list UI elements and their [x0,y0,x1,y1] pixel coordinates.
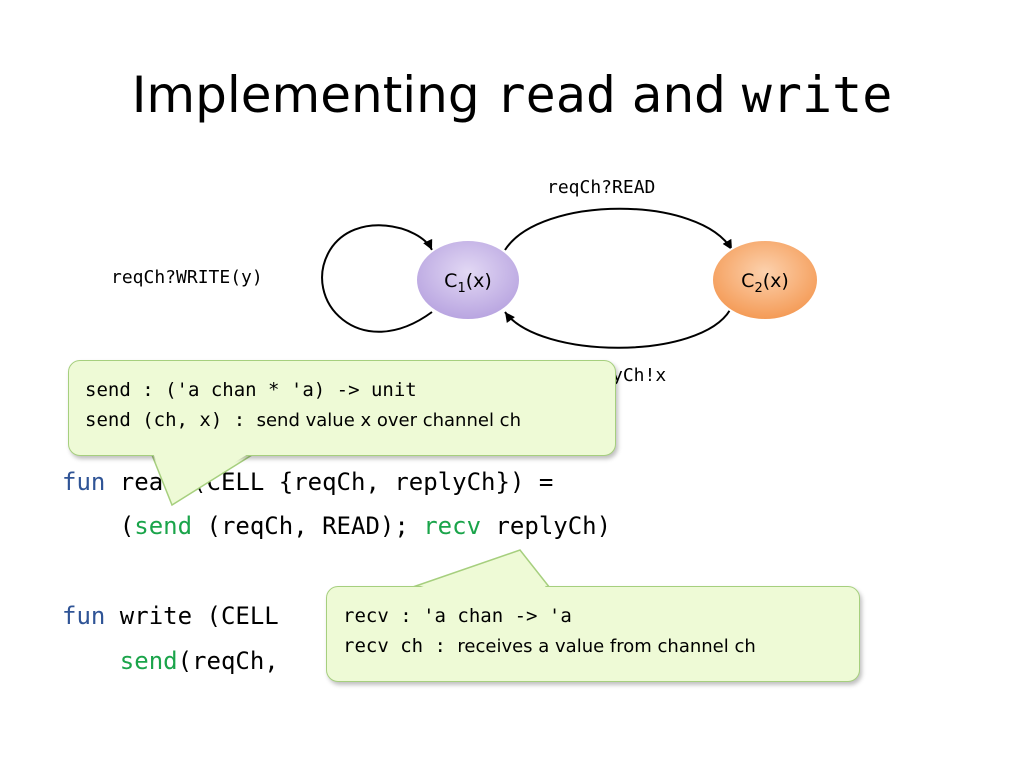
send-usage-code: send (ch, x) : [85,409,257,431]
slide-title: Implementing read and write [0,58,1024,132]
self-loop-label: reqCh?WRITE(y) [111,267,263,288]
code-write-line2: send(reqCh, [62,647,279,675]
transition-arrow-to-c1 [504,309,731,349]
recv-signature-row: recv : 'a chan -> 'a [343,601,843,631]
reply-transition-label: yCh!x [612,365,666,386]
state-c2-node [711,239,819,321]
code-text [62,647,120,675]
function-recv: recv [423,512,482,540]
transition-arrow-to-c2 [504,207,733,251]
read-transition-label: reqCh?READ [547,177,655,198]
recv-usage-row: recv ch : receives a value from channel … [343,631,843,661]
code-text: write (CELL [105,602,279,630]
code-write-line1: fun write (CELL [62,602,279,630]
recv-usage-text: receives a value from channel ch [457,636,756,657]
send-usage-text: send value x over channel ch [256,410,521,431]
send-signature: send : ('a chan * 'a) -> unit [85,379,417,401]
keyword-fun: fun [62,602,106,630]
state-c2-label: C2(x) [741,270,789,296]
code-text: read (CELL {reqCh, replyCh}) = [105,468,554,496]
function-send: send [134,512,193,540]
title-write-code: write [741,66,893,124]
function-send: send [119,647,178,675]
send-usage-row: send (ch, x) : send value x over channel… [85,405,599,435]
self-loop-arrow [321,224,433,333]
recv-signature: recv : 'a chan -> 'a [343,605,572,627]
recv-tail-seam [412,553,548,590]
state-c1-node [415,239,521,321]
title-text-before: Implementing [131,66,496,124]
recv-callout-tail [409,549,552,589]
recv-callout: recv : 'a chan -> 'a recv ch : receives … [326,586,860,682]
state-c1-label: C1(x) [444,270,492,296]
code-text: replyCh) [481,512,612,540]
recv-usage-code: recv ch : [343,635,458,657]
send-signature-row: send : ('a chan * 'a) -> unit [85,375,599,405]
code-read-line2: (send (reqCh, READ); recv replyCh) [62,512,611,540]
send-callout: send : ('a chan * 'a) -> unit send (ch, … [68,360,616,456]
state-diagram: C1(x) C2(x) reqCh?WRITE(y) reqCh?READ yC… [111,177,819,386]
code-read-line1: fun read (CELL {reqCh, replyCh}) = [62,468,553,496]
title-read-code: read [495,66,616,124]
title-middle: and [615,66,742,124]
code-text: (reqCh, READ); [192,512,424,540]
keyword-fun: fun [62,468,106,496]
code-text: (reqCh, [177,647,279,675]
code-text: ( [62,512,135,540]
